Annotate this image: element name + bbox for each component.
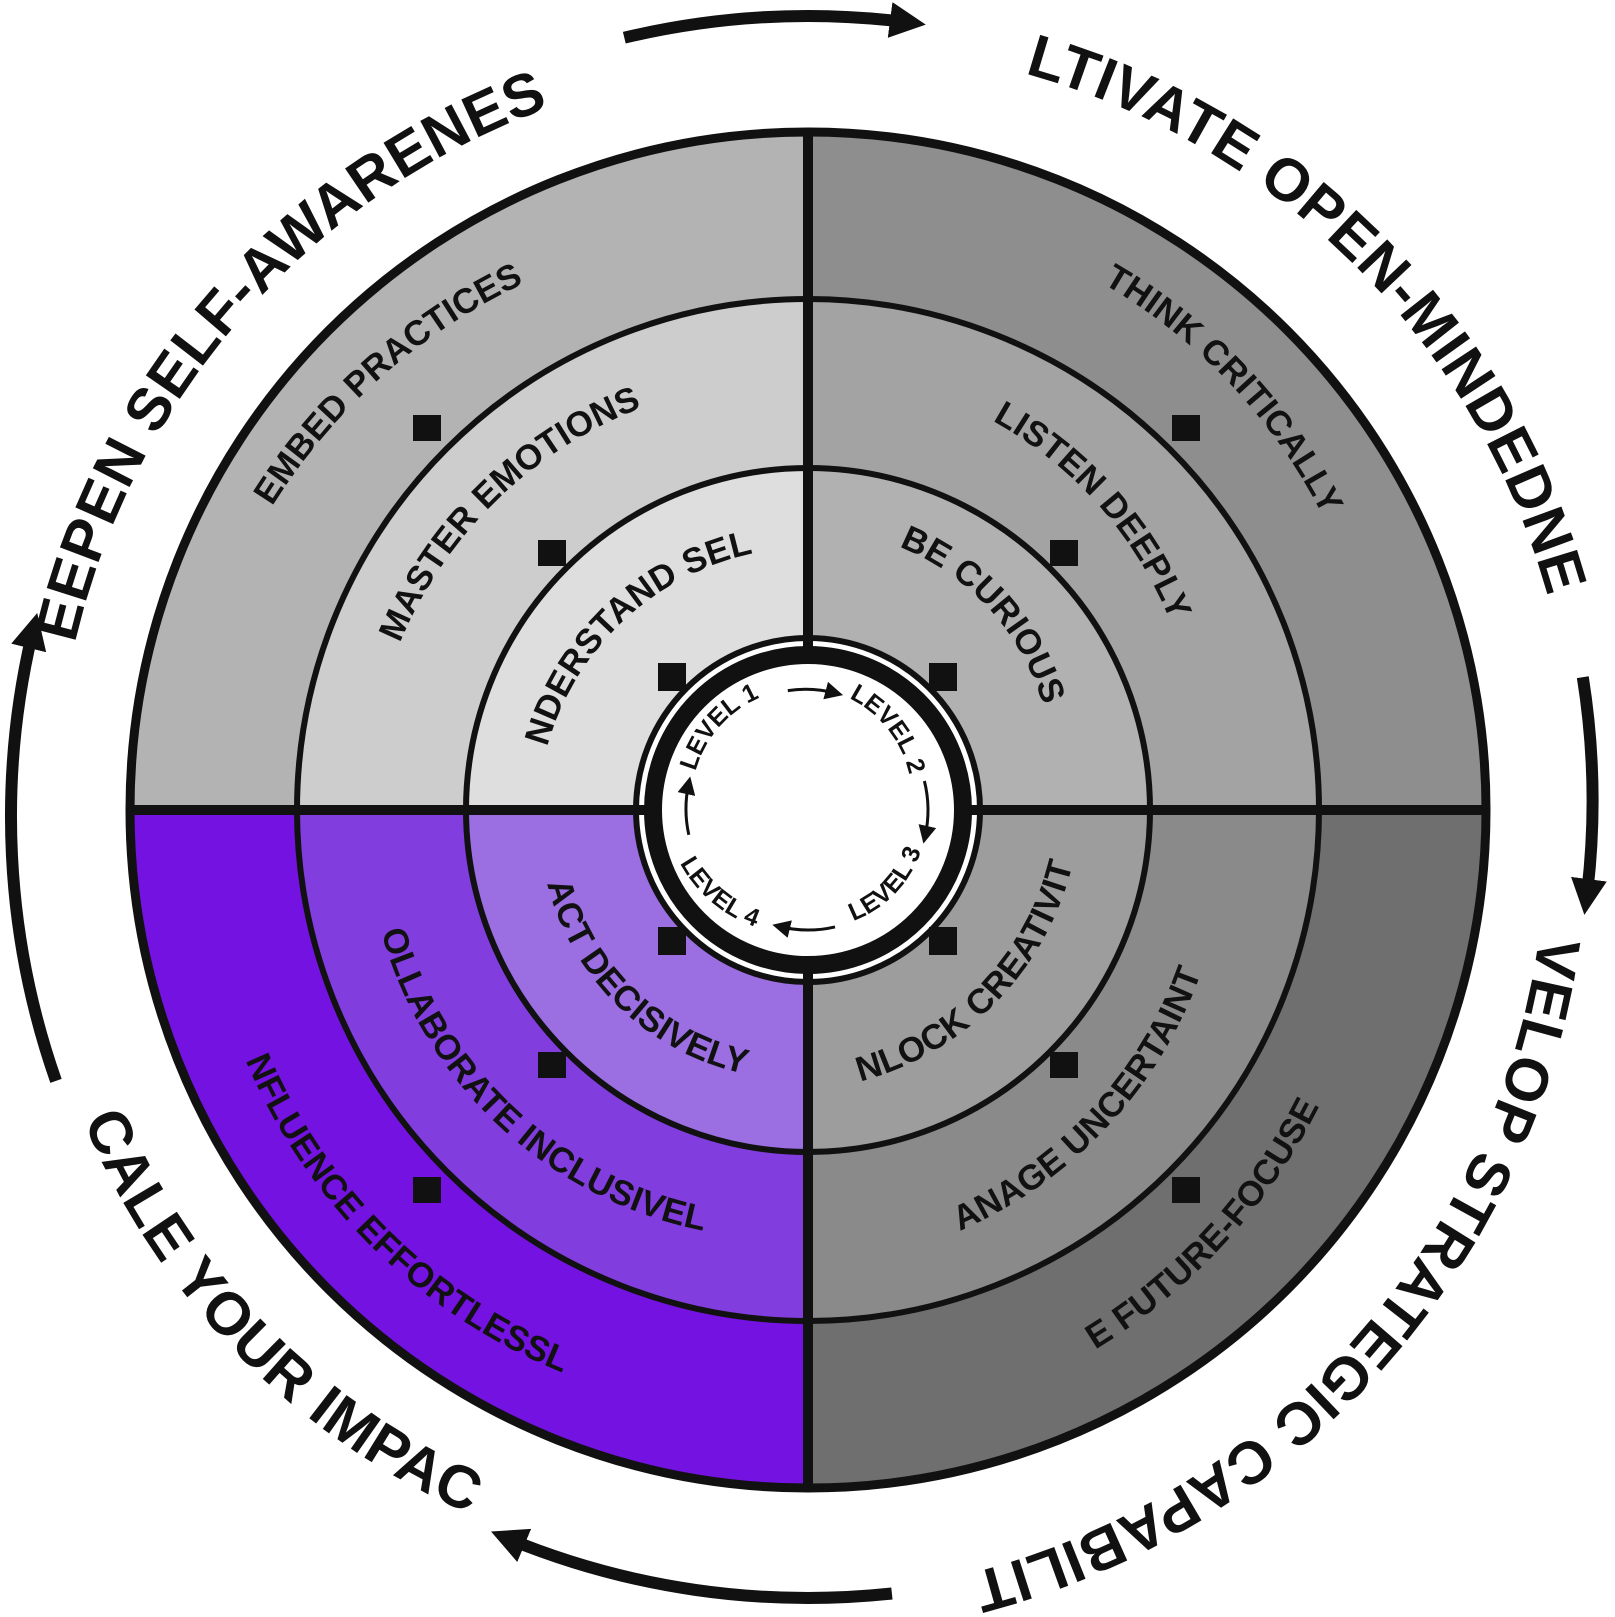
notch-marker (538, 540, 566, 566)
wedge-bottom-right-ring-3 (808, 810, 1486, 1488)
notch-markers (413, 415, 1200, 1203)
outer-cycle-arrows (5, 2, 1607, 1604)
notch-marker (413, 1177, 441, 1203)
notch-marker (929, 927, 957, 955)
notch-marker (413, 415, 441, 441)
arrow-level3-to-level4 (772, 920, 836, 938)
arrow-level4-to-level1 (677, 776, 696, 836)
level-cycle-arrows (677, 681, 937, 938)
arrow-level2-to-level3 (918, 780, 937, 844)
arrow-right (1571, 676, 1607, 915)
wedge-bottom-left-ring-1 (466, 810, 808, 1152)
arrow-left (5, 613, 62, 1083)
notch-marker (1050, 540, 1078, 566)
wedge-top-right-ring-1 (808, 468, 1150, 810)
notch-marker (929, 663, 957, 691)
wedge-top-left-ring-3 (130, 132, 808, 810)
notch-marker (538, 1052, 566, 1078)
wedge-top-right-ring-3 (808, 132, 1486, 810)
notch-marker (1172, 415, 1200, 441)
notch-marker (1050, 1052, 1078, 1078)
notch-marker (658, 927, 686, 955)
wedge-bottom-left-ring-3 (130, 810, 808, 1488)
arrow-bottom (491, 1528, 893, 1604)
notch-marker (1172, 1177, 1200, 1203)
wedge-top-left-ring-1 (466, 468, 808, 810)
arrow-top (622, 2, 926, 44)
wedge-bottom-right-ring-1 (808, 810, 1150, 1152)
arrow-level1-to-level2 (787, 681, 844, 700)
center-hub (644, 646, 972, 974)
notch-marker (658, 663, 686, 691)
